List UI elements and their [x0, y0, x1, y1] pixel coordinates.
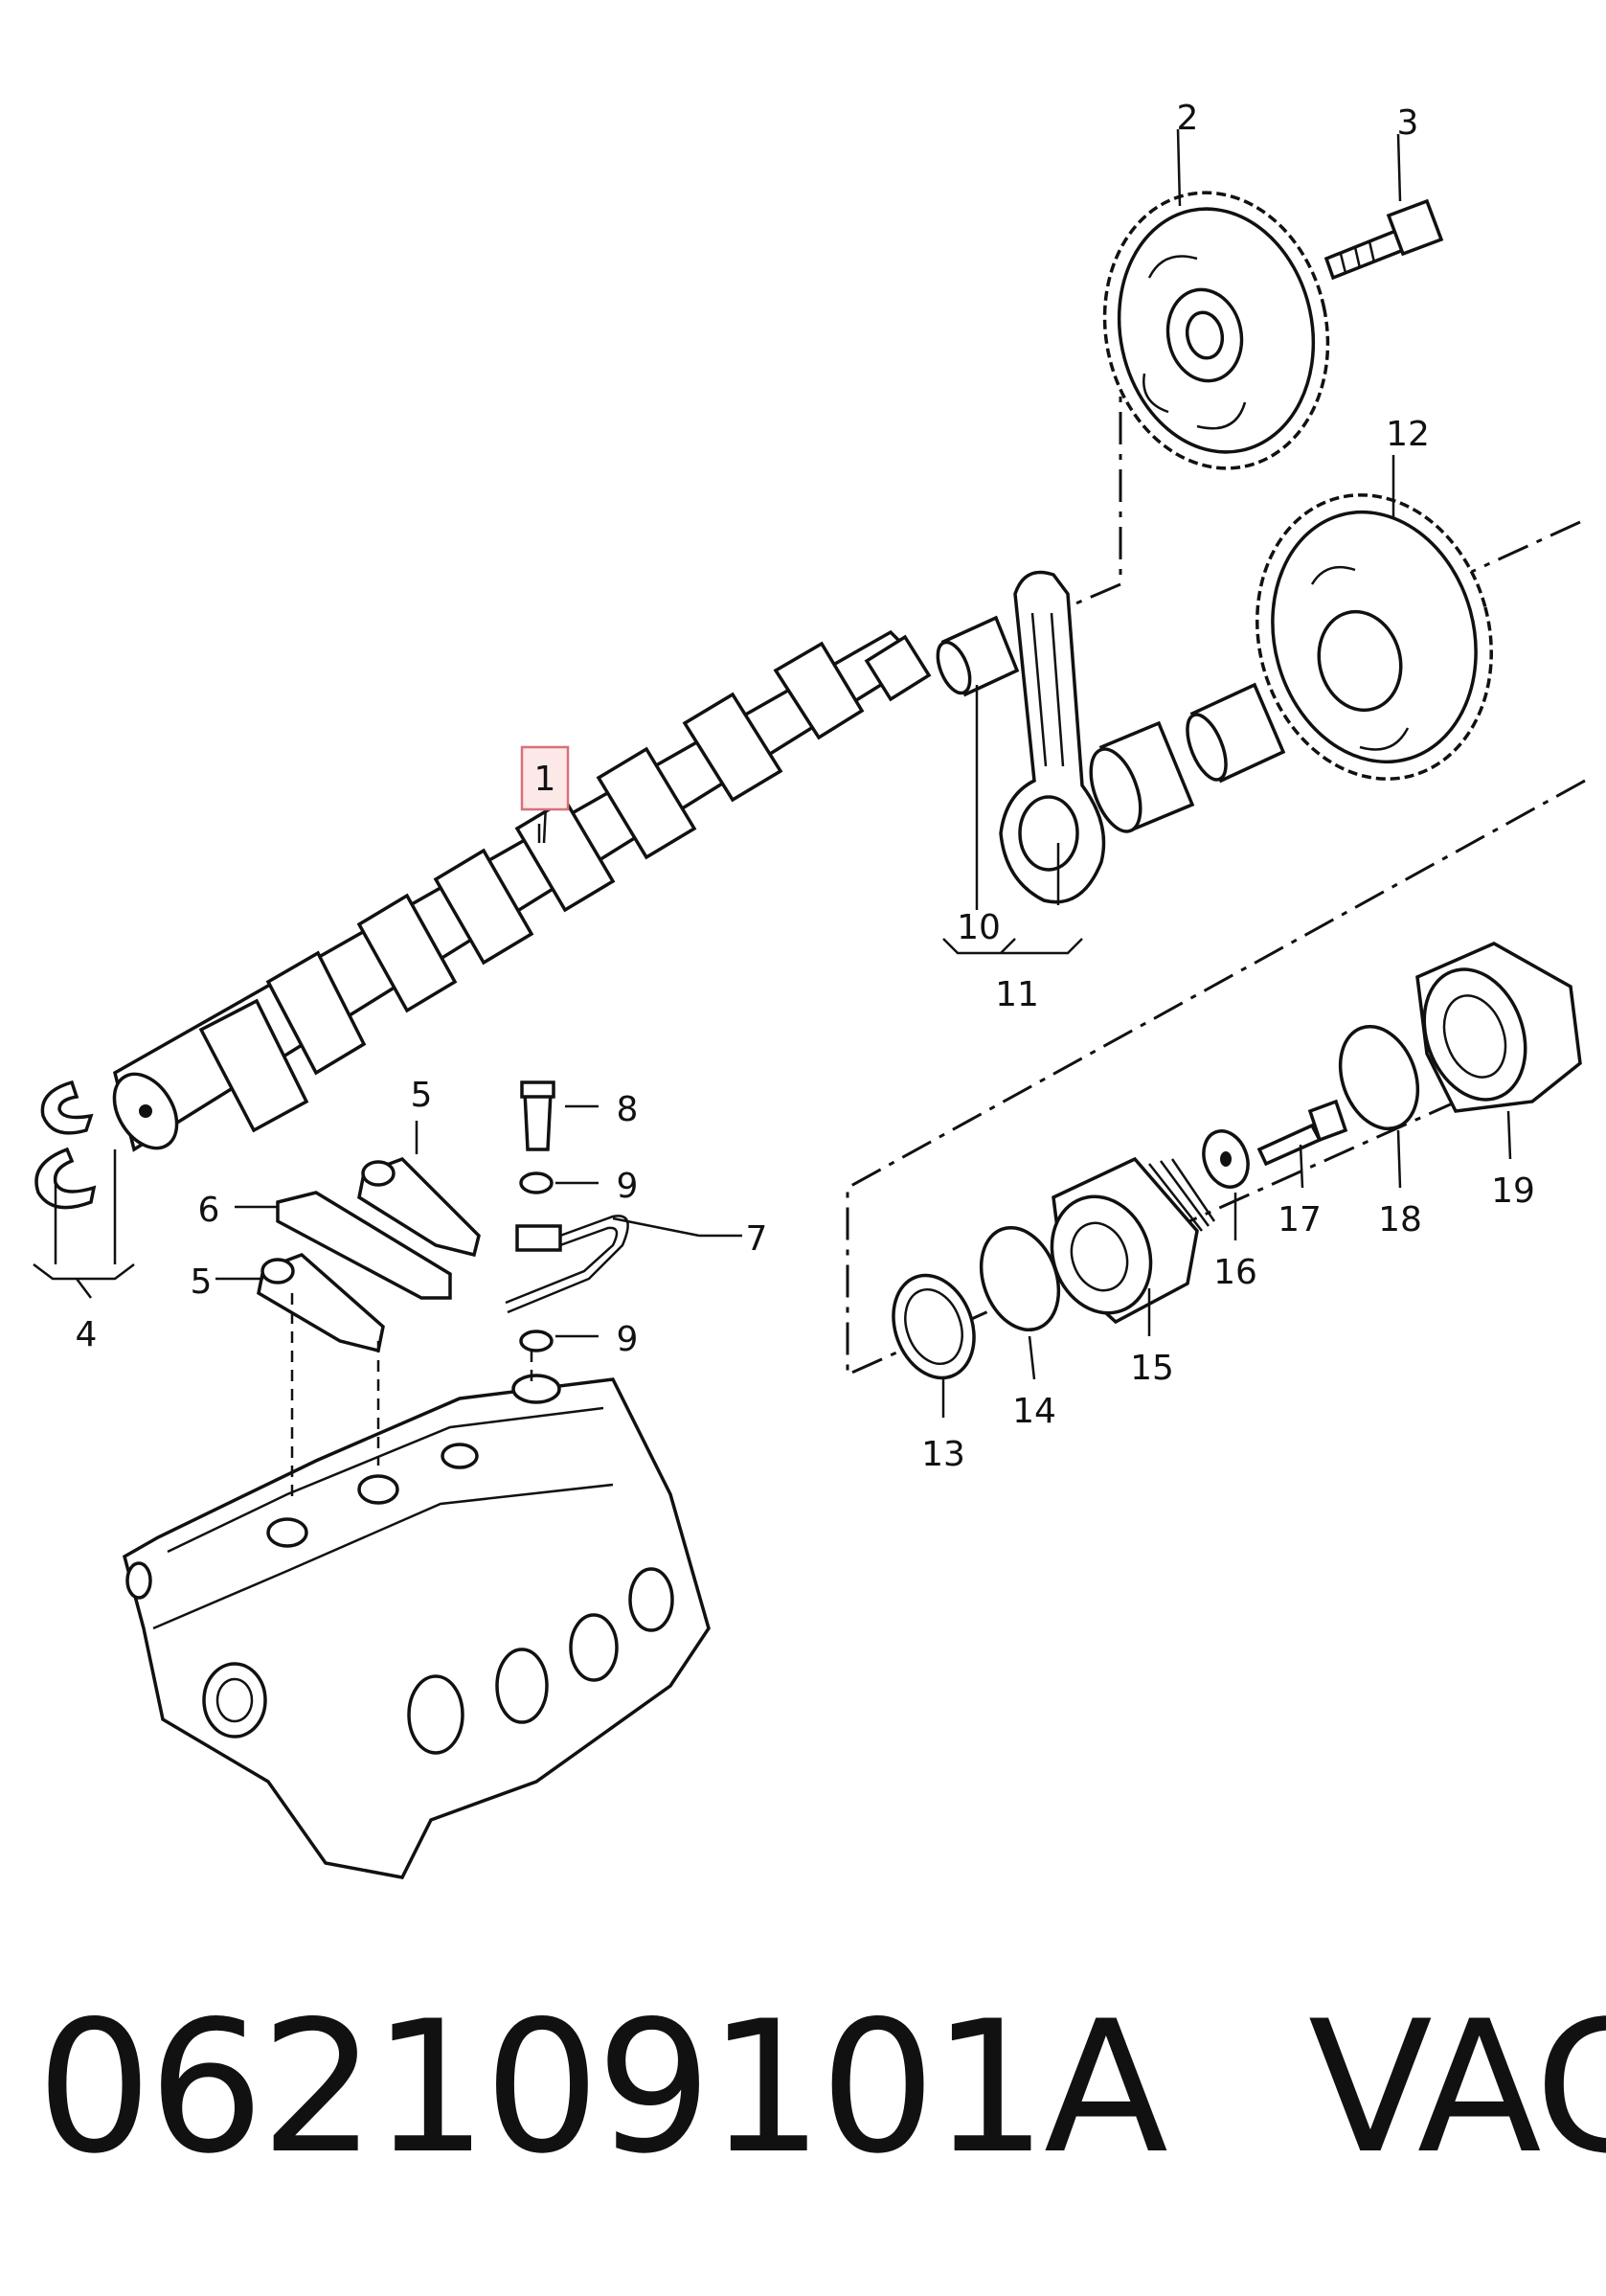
- bushing[interactable]: [932, 615, 1020, 697]
- o-ring-18[interactable]: [1326, 1015, 1431, 1139]
- connecting-rod[interactable]: [999, 570, 1195, 904]
- callout-17[interactable]: 17: [1278, 1200, 1322, 1239]
- rocker-arm-upper[interactable]: [357, 1156, 481, 1258]
- camshaft[interactable]: [102, 629, 932, 1159]
- callout-14[interactable]: 14: [1012, 1392, 1056, 1431]
- brand-name: VAG: [1307, 1982, 1606, 2194]
- callout-12[interactable]: 12: [1386, 415, 1430, 454]
- callout-13[interactable]: 13: [921, 1435, 965, 1474]
- callout-9-upper[interactable]: 9: [617, 1167, 639, 1206]
- retaining-clip-upper[interactable]: [40, 1080, 94, 1135]
- callout-11[interactable]: 11: [995, 975, 1039, 1014]
- oil-feed-pipe[interactable]: [505, 1215, 700, 1314]
- sealing-washer-lower[interactable]: [519, 1330, 554, 1353]
- callout-7[interactable]: 7: [746, 1219, 768, 1259]
- callout-8[interactable]: 8: [617, 1090, 639, 1129]
- callout-9-lower[interactable]: 9: [617, 1320, 639, 1359]
- callout-5-upper[interactable]: 5: [411, 1076, 433, 1115]
- callout-18[interactable]: 18: [1378, 1200, 1422, 1239]
- retaining-clip-lower[interactable]: [34, 1147, 97, 1210]
- callout-16[interactable]: 16: [1213, 1253, 1257, 1292]
- part-number: 062109101A: [36, 1982, 1168, 2194]
- callout-1[interactable]: 1: [534, 760, 556, 799]
- circlip-13[interactable]: [880, 1264, 988, 1390]
- seal-housing-19[interactable]: [1407, 942, 1582, 1114]
- axis-line-gear: [1052, 354, 1122, 615]
- bolt-17[interactable]: [1256, 1099, 1348, 1167]
- leader-lines: [33, 128, 1512, 1504]
- highlight-box-part-1: [520, 745, 570, 811]
- callout-2[interactable]: 2: [1177, 99, 1199, 138]
- rocker-shaft-bracket[interactable]: [276, 1191, 452, 1300]
- callout-4[interactable]: 4: [76, 1315, 98, 1354]
- hub-15[interactable]: [1036, 1156, 1216, 1327]
- gear-bolt[interactable]: [1323, 198, 1444, 281]
- bearing-shell[interactable]: [1180, 682, 1286, 784]
- sealing-washer-upper[interactable]: [519, 1171, 554, 1194]
- callout-19[interactable]: 19: [1491, 1171, 1535, 1211]
- callout-5-lower[interactable]: 5: [191, 1262, 213, 1302]
- camshaft-gear[interactable]: [1079, 171, 1352, 489]
- washer-16[interactable]: [1196, 1125, 1255, 1193]
- callout-15[interactable]: 15: [1130, 1349, 1174, 1388]
- callout-10[interactable]: 10: [957, 908, 1001, 947]
- drive-gear[interactable]: [1226, 468, 1522, 806]
- cylinder-head[interactable]: [122, 1374, 711, 1879]
- hollow-bolt[interactable]: [520, 1080, 555, 1151]
- callout-3[interactable]: 3: [1397, 103, 1419, 143]
- callout-6[interactable]: 6: [198, 1191, 220, 1230]
- boundary-line-lower: [846, 779, 1586, 1377]
- part-caption: 062109101A VAG: [36, 1944, 1606, 2232]
- exploded-parts-diagram: 1 2 3 4 5 5 6 7 8 9 9 10 11 12 13 14 15 …: [33, 99, 1586, 1879]
